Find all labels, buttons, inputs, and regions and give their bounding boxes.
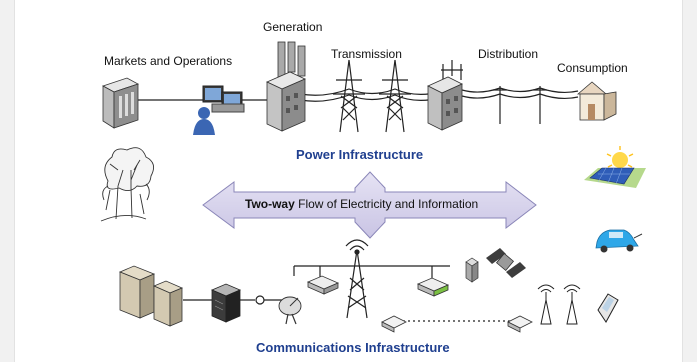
communications-infrastructure-title: Communications Infrastructure [256,340,450,355]
operator-workstation-icon [193,85,245,135]
power-infrastructure-title: Power Infrastructure [296,147,424,162]
label-markets-and-operations: Markets and Operations [104,54,233,68]
satellite-dish-icon [278,296,302,325]
right-margin [682,0,697,362]
mobile-phone-icon [597,293,619,323]
label-generation: Generation [263,20,323,34]
flow-label-rest: Flow of Electricity and Information [294,197,479,211]
two-way-arrow [202,171,537,239]
comms-line [183,265,512,322]
power-line [137,87,579,102]
antenna-icon [537,284,581,325]
distribution-pole-icon [493,86,547,124]
market-building-icon [102,77,139,129]
solar-panel-icon [584,146,646,188]
wireless-base-icon [465,257,479,283]
server-icon [118,265,242,327]
power-plant-icon [266,41,306,132]
flow-label: Two-way Flow of Electricity and Informat… [245,197,478,211]
satellite-icon [486,248,526,278]
transmission-tower-icon [333,59,411,133]
router-icon [306,275,533,333]
forest-icon [100,147,155,222]
substation-icon [427,60,463,131]
house-icon [576,81,617,121]
label-distribution: Distribution [478,47,539,61]
label-transmission: Transmission [331,47,402,61]
radio-tower-icon [345,239,369,319]
label-consumption: Consumption [557,61,628,75]
flow-label-emphasis: Two-way [245,197,295,211]
left-margin [0,0,15,362]
electric-car-icon [595,229,643,253]
